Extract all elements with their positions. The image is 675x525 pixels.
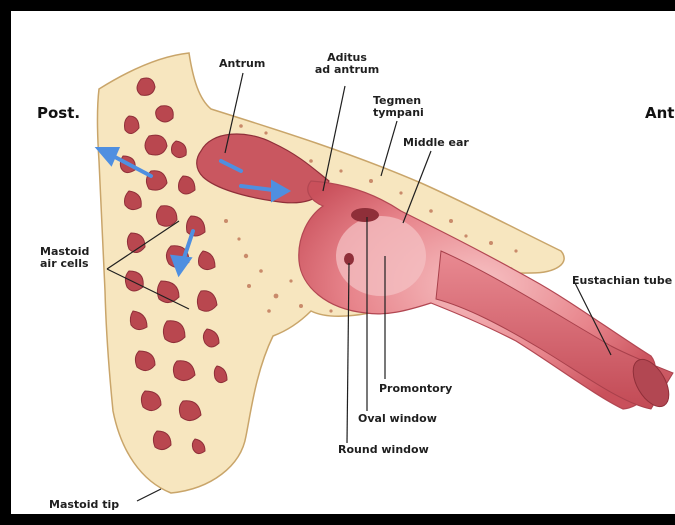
promontory-label: Promontory	[379, 383, 452, 395]
mastoid-tip-label: Mastoid tip	[49, 499, 119, 511]
aditus-label-line2: ad antrum	[307, 64, 387, 76]
middle-ear-label: Middle ear	[403, 137, 469, 149]
mastoid-air-cells-line2: air cells	[40, 258, 89, 270]
antrum-label: Antrum	[219, 58, 265, 70]
aditus-label: Aditus ad antrum	[307, 52, 387, 76]
oval-window-mark	[351, 208, 379, 222]
oval-window-label: Oval window	[358, 413, 437, 425]
round-window-label: Round window	[338, 444, 429, 456]
anterior-label: Ant.	[645, 105, 675, 122]
mastoid-air-cells-label: Mastoid air cells	[40, 246, 89, 270]
posterior-label: Post.	[37, 105, 80, 122]
tegmen-label: Tegmen tympani	[373, 95, 424, 119]
eustachian-tube-label: Eustachian tube	[572, 275, 672, 287]
tegmen-label-line2: tympani	[373, 107, 424, 119]
